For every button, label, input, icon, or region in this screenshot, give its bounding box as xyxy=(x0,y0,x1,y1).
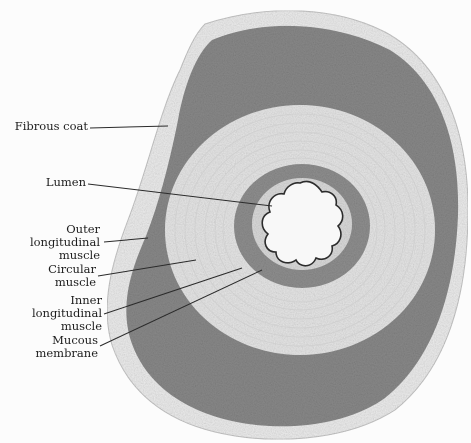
label-line: muscle xyxy=(4,276,96,289)
label-line: muscle xyxy=(4,320,102,333)
label-inner-longitudinal-muscle: Inner longitudinal muscle xyxy=(4,294,102,333)
leader-line-fibrous-coat xyxy=(90,126,168,128)
label-lumen: Lumen xyxy=(4,176,86,189)
label-outer-longitudinal-muscle: Outer longitudinal muscle xyxy=(4,223,100,262)
label-circular-muscle: Circular muscle xyxy=(4,263,96,289)
label-fibrous-coat: Fibrous coat xyxy=(4,120,88,133)
label-line: muscle xyxy=(4,249,100,262)
label-fibrous-coat-text: Fibrous coat xyxy=(15,119,88,133)
label-lumen-text: Lumen xyxy=(46,175,86,189)
label-line: membrane xyxy=(4,347,98,360)
label-mucous-membrane: Mucous membrane xyxy=(4,334,98,360)
